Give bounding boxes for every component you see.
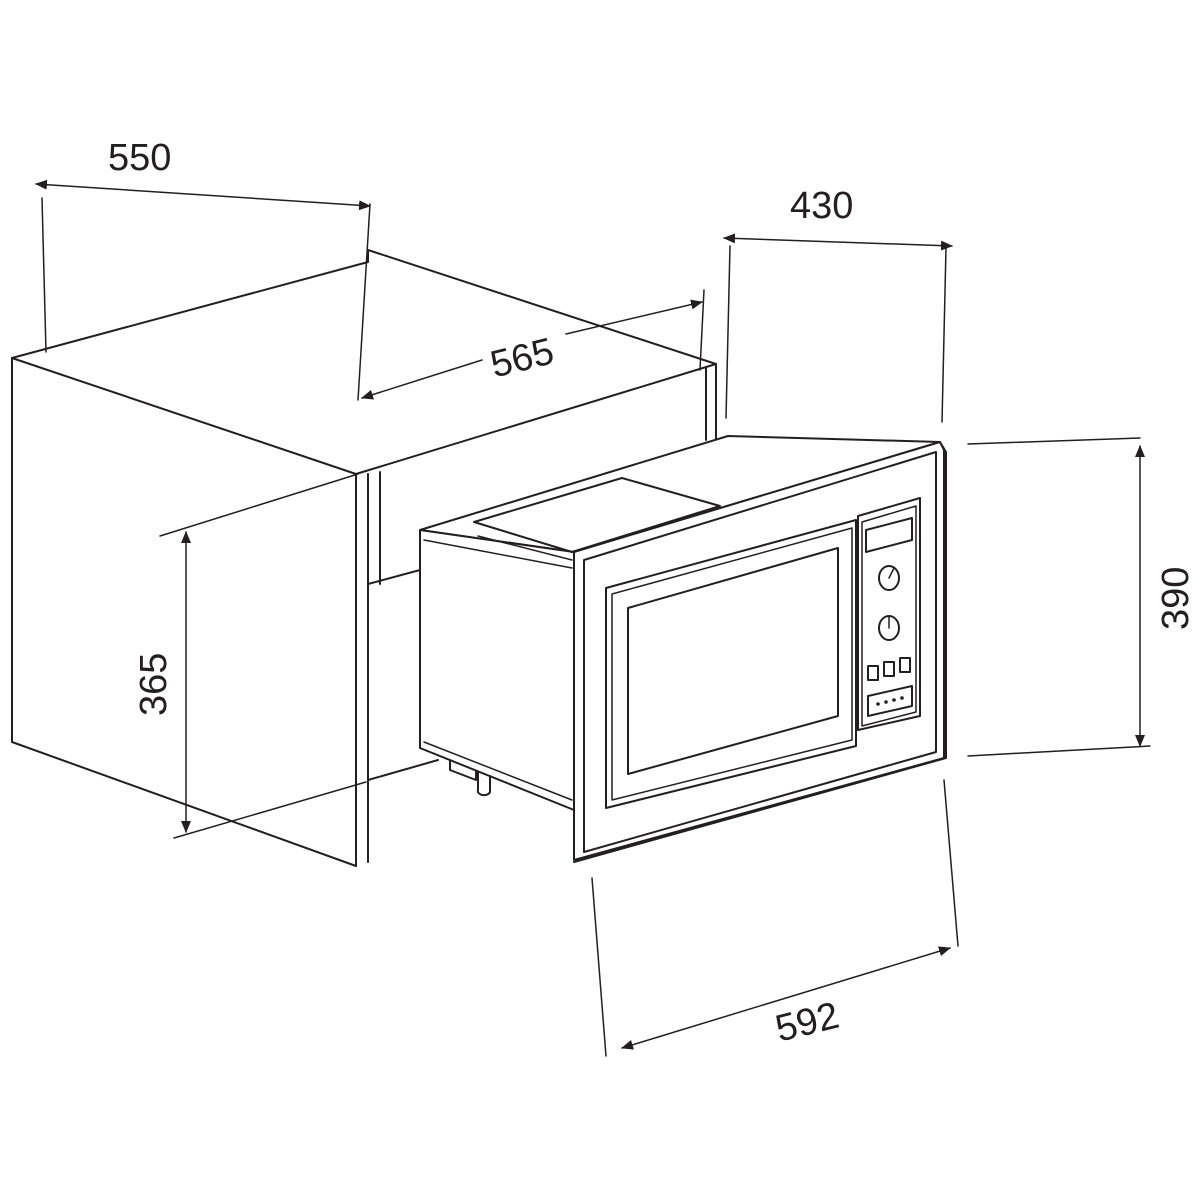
microwave-side-inner-top bbox=[423, 539, 573, 569]
dimension-550: 550 bbox=[35, 137, 371, 401]
dimension-365: 365 bbox=[133, 473, 367, 839]
dimension-390: 390 bbox=[967, 437, 1197, 757]
microwave-front-frame-edge bbox=[573, 441, 947, 863]
microwave-foot bbox=[449, 759, 491, 797]
control-panel-inner bbox=[861, 505, 917, 727]
extension-line-592-left bbox=[591, 877, 607, 1057]
extension-line-550-left bbox=[41, 197, 47, 353]
dimension-label-430: 430 bbox=[790, 185, 853, 227]
dimension-label-565: 565 bbox=[486, 330, 558, 386]
extension-line-592-right bbox=[943, 779, 959, 947]
extension-line-390-top bbox=[967, 437, 1141, 445]
dimension-line-592 bbox=[621, 946, 951, 1050]
indicator-dot-1 bbox=[876, 702, 880, 706]
cabinet-shelf-top bbox=[367, 569, 421, 585]
dimension-line-550 bbox=[35, 179, 371, 211]
dimension-label-592: 592 bbox=[771, 995, 843, 1051]
extension-line-565-right bbox=[699, 289, 705, 371]
extension-line-430-left bbox=[725, 245, 731, 419]
microwave-window bbox=[627, 547, 839, 775]
microwave-door-inner-frame bbox=[611, 527, 853, 801]
dimension-line-430 bbox=[723, 233, 953, 251]
control-panel bbox=[857, 497, 921, 731]
extension-line-365-bottom bbox=[173, 781, 367, 839]
extension-line-430-right bbox=[941, 247, 947, 423]
microwave-left-side bbox=[419, 529, 575, 811]
extension-line-550-right bbox=[357, 203, 371, 401]
dimension-label-365: 365 bbox=[133, 653, 175, 716]
control-button-1 bbox=[867, 665, 879, 681]
extension-line-365-top bbox=[159, 473, 359, 537]
cabinet-left-bottom-edge bbox=[11, 741, 357, 867]
control-button-3 bbox=[899, 657, 911, 673]
extension-line-390-bottom bbox=[967, 745, 1151, 757]
dimension-label-390: 390 bbox=[1155, 567, 1197, 630]
dimension-line-565-right bbox=[565, 299, 703, 335]
microwave-side-inner-bottom bbox=[423, 741, 573, 801]
indicator-dot-4 bbox=[900, 696, 904, 700]
cabinet-shelf-bottom bbox=[367, 759, 439, 781]
indicator-strip bbox=[867, 685, 913, 717]
microwave-top-panel-rim bbox=[477, 535, 573, 561]
cabinet-top-back-edge bbox=[11, 249, 717, 365]
cabinet-top-front-edge bbox=[11, 357, 357, 475]
timer-knob-icon bbox=[878, 565, 900, 591]
dimension-label-550: 550 bbox=[108, 137, 171, 179]
control-button-2 bbox=[883, 661, 895, 677]
dimension-line-565-left bbox=[361, 359, 483, 400]
indicator-dot-3 bbox=[892, 698, 896, 702]
cabinet-top-inner-edge bbox=[355, 363, 717, 475]
microwave bbox=[419, 435, 947, 863]
indicator-dot-2 bbox=[884, 700, 888, 704]
timer-knob-pointer bbox=[888, 567, 895, 579]
microwave-front-frame-inner bbox=[583, 451, 937, 853]
display-screen bbox=[865, 517, 913, 553]
dimension-430: 430 bbox=[723, 185, 953, 423]
microwave-top-panel bbox=[473, 477, 721, 553]
microwave-door bbox=[605, 519, 857, 809]
